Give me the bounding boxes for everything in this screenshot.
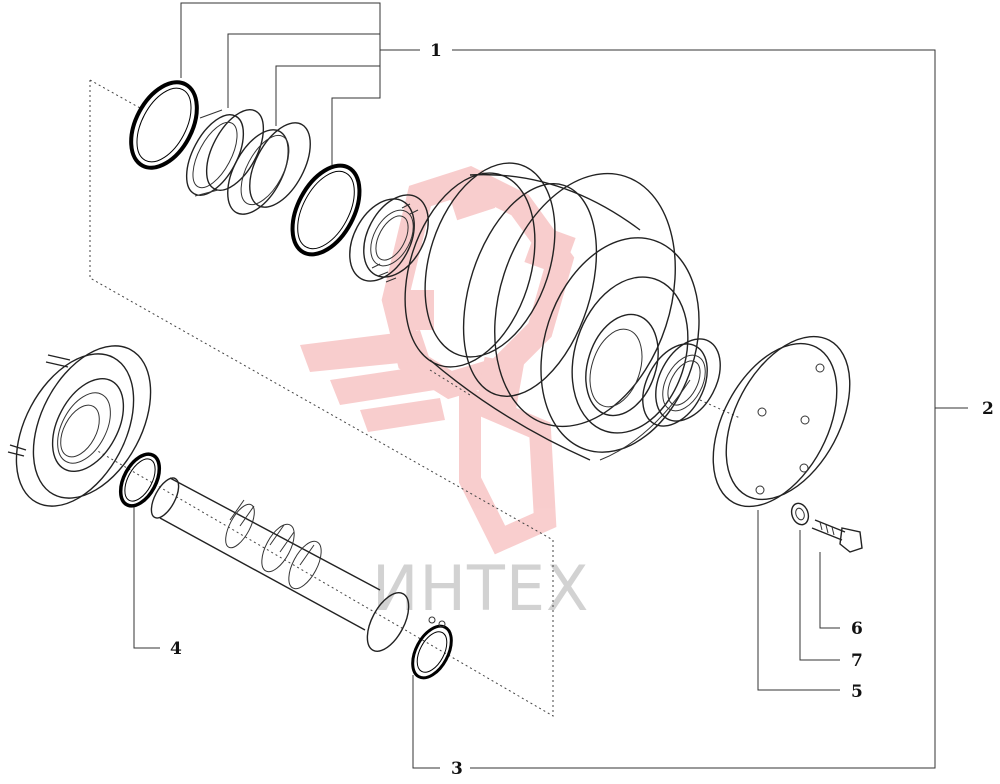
seal-ring-2 bbox=[227, 122, 311, 215]
roller-bearing-top bbox=[349, 194, 429, 283]
callout-6: 6 bbox=[851, 619, 863, 639]
o-ring-small bbox=[118, 452, 162, 508]
snap-ring bbox=[411, 616, 453, 680]
callout-2: 2 bbox=[982, 399, 994, 419]
callout-3: 3 bbox=[451, 759, 463, 779]
axle-shaft bbox=[150, 477, 410, 652]
roller-bearing-bottom bbox=[642, 338, 721, 427]
callout-4: 4 bbox=[170, 639, 182, 659]
callout-1: 1 bbox=[430, 41, 442, 61]
callout-5: 5 bbox=[851, 682, 863, 702]
track-roller-body bbox=[404, 162, 700, 461]
o-ring-medium bbox=[290, 163, 362, 257]
gear-logo-icon bbox=[300, 166, 576, 555]
washer bbox=[790, 502, 810, 526]
flange-hub bbox=[7, 345, 152, 507]
o-ring-large bbox=[129, 80, 199, 170]
bolt bbox=[811, 519, 863, 553]
callout-7: 7 bbox=[851, 651, 863, 671]
leader-lines bbox=[133, 2, 968, 769]
end-cover-plate bbox=[712, 335, 851, 508]
watermark-text: ИНТЕХ bbox=[372, 552, 590, 625]
